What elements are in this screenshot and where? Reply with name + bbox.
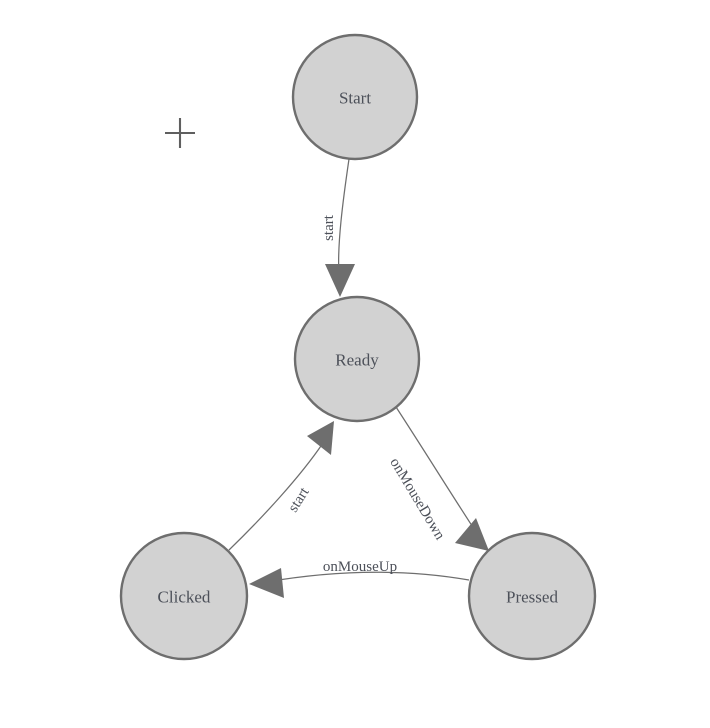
edge-pressed-to-clicked[interactable]: onMouseUp [249, 559, 470, 598]
edge-clicked-to-ready[interactable]: start [228, 421, 334, 551]
edge-start-to-ready-path [338, 158, 350, 276]
node-ready[interactable]: Ready [293, 295, 421, 423]
edge-ready-to-pressed-path [395, 406, 479, 536]
node-pressed-circle[interactable] [467, 531, 597, 661]
edge-start-to-ready-arrowhead [325, 264, 355, 297]
edge-start-to-ready[interactable]: start [321, 158, 355, 297]
edge-clicked-to-ready-arrowhead [307, 421, 334, 455]
edge-pressed-to-clicked-label: onMouseUp [323, 559, 397, 575]
edge-clicked-to-ready-path [228, 442, 324, 551]
node-start-label: Start [339, 89, 371, 108]
edge-pressed-to-clicked-path [265, 571, 470, 583]
plus-crosshair-icon [165, 118, 195, 148]
edge-ready-to-pressed-label: onMouseDown [386, 455, 448, 543]
edge-start-to-ready-label: start [321, 214, 337, 241]
edge-clicked-to-ready-label: start [285, 484, 313, 515]
node-ready-label: Ready [335, 351, 379, 370]
node-pressed[interactable]: Pressed [467, 531, 597, 661]
node-clicked-label: Clicked [158, 588, 211, 607]
edge-ready-to-pressed[interactable]: onMouseDown [386, 406, 489, 551]
node-start-circle[interactable] [291, 33, 419, 161]
node-pressed-label: Pressed [506, 588, 558, 607]
node-start[interactable]: Start [291, 33, 419, 161]
edge-pressed-to-clicked-arrowhead [249, 568, 284, 598]
node-clicked[interactable]: Clicked [119, 531, 249, 661]
node-ready-circle[interactable] [293, 295, 421, 423]
edge-ready-to-pressed-arrowhead [455, 518, 489, 551]
node-clicked-circle[interactable] [119, 531, 249, 661]
